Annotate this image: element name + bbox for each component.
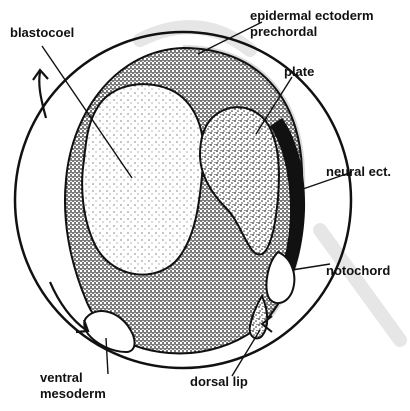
label-ventral: ventral <box>40 370 83 385</box>
label-mesoderm: mesoderm <box>40 386 106 401</box>
label-plate: plate <box>284 64 314 79</box>
label-neural-ect: neural ect. <box>326 164 391 179</box>
label-prechordal: prechordal <box>250 24 317 39</box>
label-notochord: notochord <box>326 263 390 278</box>
label-epidermal-ectoderm: epidermal ectoderm <box>250 8 374 23</box>
label-blastocoel: blastocoel <box>10 25 74 40</box>
blastocoel-cavity <box>82 84 203 274</box>
label-dorsal-lip: dorsal lip <box>190 374 248 389</box>
